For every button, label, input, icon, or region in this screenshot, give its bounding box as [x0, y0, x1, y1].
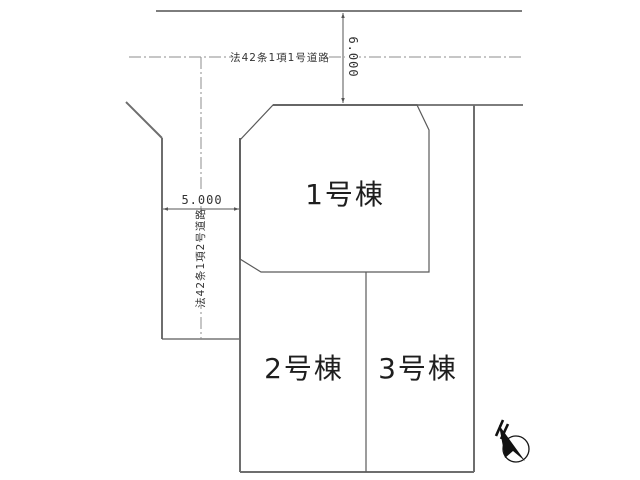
north-arrow-icon: [494, 419, 530, 463]
dimension-text-mask: [345, 34, 359, 80]
dimension-value-road-horizontal: 6.000: [346, 36, 360, 77]
road-label-mask: [193, 212, 209, 305]
road-west-splay-line: [125, 101, 163, 139]
parcel-boundaries: [239, 104, 475, 473]
road-label-mask: [233, 49, 328, 65]
compass-needle: [499, 425, 525, 461]
road-labels: 法42条1項1号道路 法42条1項2号道路: [193, 49, 330, 308]
lot3-label: 3号棟: [378, 352, 458, 385]
dimension-road-horizontal-width: 6.000: [341, 13, 360, 103]
road-horizontal-name-label: 法42条1項1号道路: [230, 51, 330, 64]
road-vertical-name-label: 法42条1項2号道路: [194, 208, 207, 308]
dimension-road-vertical-width: 5.000: [163, 192, 239, 211]
lot-labels: 1号棟 2号棟 3号棟: [264, 178, 458, 385]
lot1-outline: [239, 104, 430, 273]
lot1-label: 1号棟: [305, 178, 385, 211]
dimension-value-road-vertical: 5.000: [181, 193, 222, 207]
dimension-text-mask: [181, 192, 223, 206]
lot2-label: 2号棟: [264, 352, 344, 385]
compass-tick-1: [494, 419, 505, 437]
compass-tick-2: [499, 423, 510, 440]
compass-circle: [502, 435, 530, 463]
